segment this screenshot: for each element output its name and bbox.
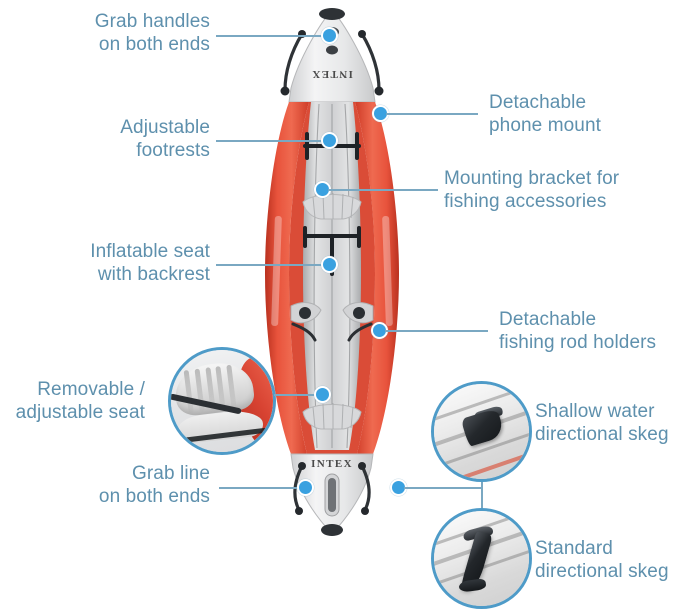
callout-dot-inflatable-seat[interactable]: [321, 256, 338, 273]
leader-line-mounting-bracket: [328, 189, 438, 191]
callout-label-adjustable-footrests: Adjustable footrests: [120, 117, 210, 162]
callout-label-inflatable-seat: Inflatable seat with backrest: [90, 241, 210, 286]
leader-line-inflatable-seat: [216, 264, 326, 266]
callout-dot-grab-handles[interactable]: [321, 27, 338, 44]
callout-label-grab-line: Grab line on both ends: [98, 463, 210, 508]
callout-label-standard-skeg: Standard directional skeg: [535, 538, 669, 583]
callout-label-mounting-bracket: Mounting bracket for fishing accessories: [444, 168, 620, 213]
callout-label-shallow-skeg: Shallow water directional skeg: [535, 401, 669, 446]
leader-line-rod-holders: [385, 330, 488, 332]
leader-line-adjustable-footrests: [216, 140, 326, 142]
brand-mark-bow: INTEX: [311, 68, 353, 80]
callout-label-phone-mount: Detachable phone mount: [489, 92, 602, 137]
detail-bubble-standard-skeg[interactable]: [431, 508, 532, 609]
callout-dot-grab-line[interactable]: [297, 479, 314, 496]
leader-line-skegs-vertical: [481, 438, 483, 546]
callout-dot-removable-seat[interactable]: [314, 386, 331, 403]
detail-bubble-shallow-skeg[interactable]: [431, 381, 532, 482]
detail-bubble-seat[interactable]: [168, 347, 276, 455]
leader-line-grab-line: [219, 487, 311, 489]
callout-label-grab-handles: Grab handles on both ends: [94, 11, 210, 56]
leader-line-removable-seat: [274, 394, 320, 396]
leader-line-phone-mount: [386, 113, 478, 115]
callout-label-removable-seat: Removable / adjustable seat: [15, 379, 145, 424]
brand-mark-stern: INTEX: [311, 458, 353, 470]
callout-dot-adjustable-footrests[interactable]: [321, 132, 338, 149]
leader-line-grab-handles: [216, 35, 326, 37]
leader-line-skegs-horizontal: [404, 487, 482, 489]
callout-label-rod-holders: Detachable fishing rod holders: [499, 309, 657, 354]
